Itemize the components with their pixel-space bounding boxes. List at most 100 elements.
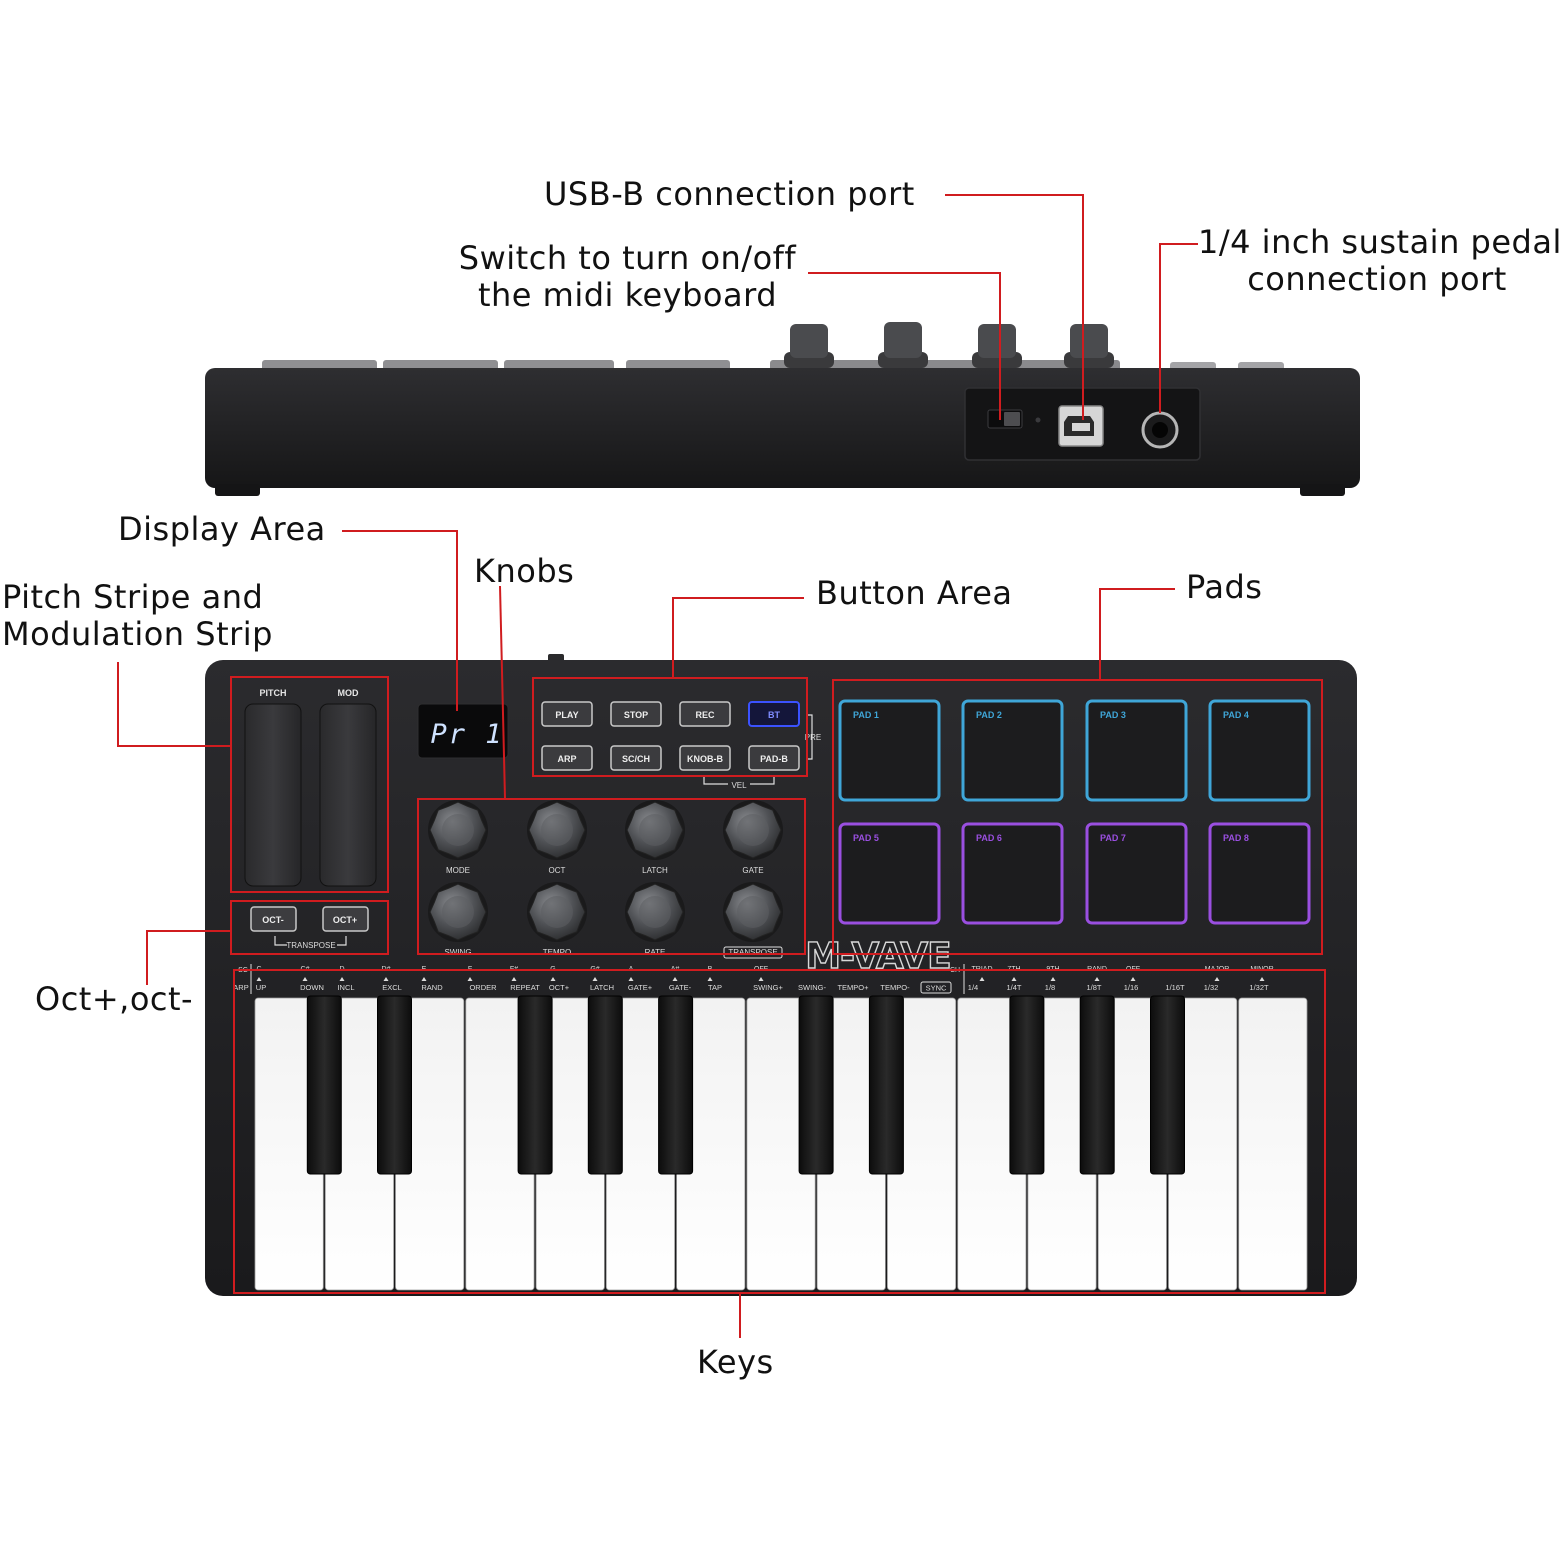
- button-area-box: [532, 677, 808, 777]
- oct-minus-label: OCT-: [262, 915, 284, 925]
- pad-surface: [1085, 822, 1188, 925]
- knob-label: TEMPO: [543, 948, 571, 957]
- status-led: [1035, 417, 1041, 423]
- annotation-lines: [117, 194, 1326, 1338]
- black-key[interactable]: [517, 995, 553, 1175]
- key-function-marker: [1214, 977, 1220, 981]
- oct-plus-button[interactable]: OCT+: [322, 906, 369, 932]
- side-view: [205, 322, 1360, 496]
- knob-b-button[interactable]: KNOB-B: [679, 745, 731, 771]
- vel-bracket: [703, 776, 775, 785]
- side-knob[interactable]: [784, 324, 834, 368]
- sustain-leader: [1159, 243, 1198, 413]
- knob-latch[interactable]: [625, 800, 685, 860]
- transpose-bracket: [274, 936, 347, 946]
- knob-transpose[interactable]: [723, 882, 783, 942]
- usb-b-port[interactable]: [1058, 405, 1104, 447]
- rec-button[interactable]: REC: [679, 701, 731, 727]
- knob-oct[interactable]: [527, 800, 587, 860]
- pad-7[interactable]: PAD 7: [1085, 822, 1188, 925]
- play-button[interactable]: PLAY: [541, 701, 593, 727]
- mod-label: MOD: [338, 688, 359, 698]
- knob-mode[interactable]: [428, 800, 488, 860]
- knob-top: [737, 814, 769, 846]
- black-key[interactable]: [1150, 995, 1185, 1175]
- black-key[interactable]: [798, 995, 834, 1175]
- key-function-lower: UP: [256, 983, 266, 992]
- knobs-leader: [499, 585, 506, 800]
- pad-surface: [838, 822, 941, 925]
- key-function-marker: [707, 977, 713, 981]
- oct-plus-label: OCT+: [333, 915, 357, 925]
- scch-button[interactable]: SC/CH: [610, 745, 662, 771]
- stop-button-label: STOP: [624, 710, 648, 720]
- knobs-callout: Knobs: [474, 553, 574, 590]
- key-function-marker: [421, 977, 427, 981]
- pad-8[interactable]: PAD 8: [1208, 822, 1311, 925]
- sustain-callout-line-1: 1/4 inch sustain pedal: [1198, 223, 1560, 261]
- key-function-lower: GATE+: [628, 983, 653, 992]
- knob-gate[interactable]: [723, 800, 783, 860]
- led-display: [417, 703, 509, 759]
- pre-bracket: [806, 714, 813, 760]
- bt-button-body: [748, 701, 800, 727]
- black-key[interactable]: [587, 995, 623, 1175]
- oct-minus-button[interactable]: OCT-: [250, 906, 297, 932]
- knob-b-button-body: [679, 745, 731, 771]
- black-key[interactable]: [306, 995, 342, 1175]
- display-area-callout: Display Area: [118, 511, 326, 548]
- arp-button[interactable]: ARP: [541, 745, 593, 771]
- side-knob[interactable]: [878, 322, 928, 368]
- power-switch[interactable]: [987, 409, 1023, 429]
- vel-label: VEL: [731, 781, 747, 790]
- stop-button[interactable]: STOP: [610, 701, 662, 727]
- white-key[interactable]: [1238, 997, 1308, 1291]
- oct-leader: [146, 930, 231, 985]
- mod-strip[interactable]: [319, 703, 377, 887]
- side-knob[interactable]: [1064, 324, 1114, 368]
- key-function-lower: LATCH: [590, 983, 614, 992]
- pitch-mod-callout-line-2: Modulation Strip: [2, 615, 273, 653]
- black-key[interactable]: [1079, 995, 1115, 1175]
- key-function-lower: 1/16T: [1165, 983, 1185, 992]
- knob-top: [541, 814, 573, 846]
- pad-1[interactable]: PAD 1: [838, 699, 941, 802]
- black-key[interactable]: [377, 995, 412, 1175]
- pad-surface: [838, 699, 941, 802]
- sustain-jack[interactable]: [1141, 411, 1179, 449]
- pad-label: PAD 1: [853, 710, 879, 720]
- display-area-callout-text: Display Area: [118, 510, 326, 548]
- black-key[interactable]: [658, 995, 694, 1175]
- knob-swing[interactable]: [428, 882, 488, 942]
- pad-3[interactable]: PAD 3: [1085, 699, 1188, 802]
- key-function-marker: [256, 977, 262, 981]
- pad-surface: [961, 822, 1064, 925]
- pad-5[interactable]: PAD 5: [838, 822, 941, 925]
- knob-top: [442, 814, 474, 846]
- key-function-marker: [1259, 977, 1265, 981]
- play-button-label: PLAY: [555, 710, 578, 720]
- pad-4[interactable]: PAD 4: [1208, 699, 1311, 802]
- pitch-strip[interactable]: [244, 703, 302, 887]
- pad-6[interactable]: PAD 6: [961, 822, 1064, 925]
- black-key[interactable]: [868, 995, 904, 1175]
- key-function-marker: [339, 977, 345, 981]
- key-function-lower: GATE-: [669, 983, 692, 992]
- knob-tempo[interactable]: [527, 882, 587, 942]
- pad-2[interactable]: PAD 2: [961, 699, 1064, 802]
- pad-surface: [1208, 822, 1311, 925]
- pitch-mod-callout: Pitch Stripe and Modulation Strip: [2, 579, 273, 653]
- button-row-1: PLAY STOP REC BT: [541, 701, 800, 727]
- pads-leader: [1099, 588, 1175, 680]
- bt-button[interactable]: BT: [748, 701, 800, 727]
- sustain-callout: 1/4 inch sustain pedal connection port: [1198, 223, 1560, 298]
- side-knob[interactable]: [972, 324, 1022, 368]
- black-key[interactable]: [1009, 995, 1045, 1175]
- knob-rate[interactable]: [625, 882, 685, 942]
- knob-label: TRANSPOSE: [728, 948, 777, 957]
- key-function-lower: ORDER: [469, 983, 497, 992]
- pad-b-button[interactable]: PAD-B: [748, 745, 800, 771]
- key-function-lower: INCL: [337, 983, 354, 992]
